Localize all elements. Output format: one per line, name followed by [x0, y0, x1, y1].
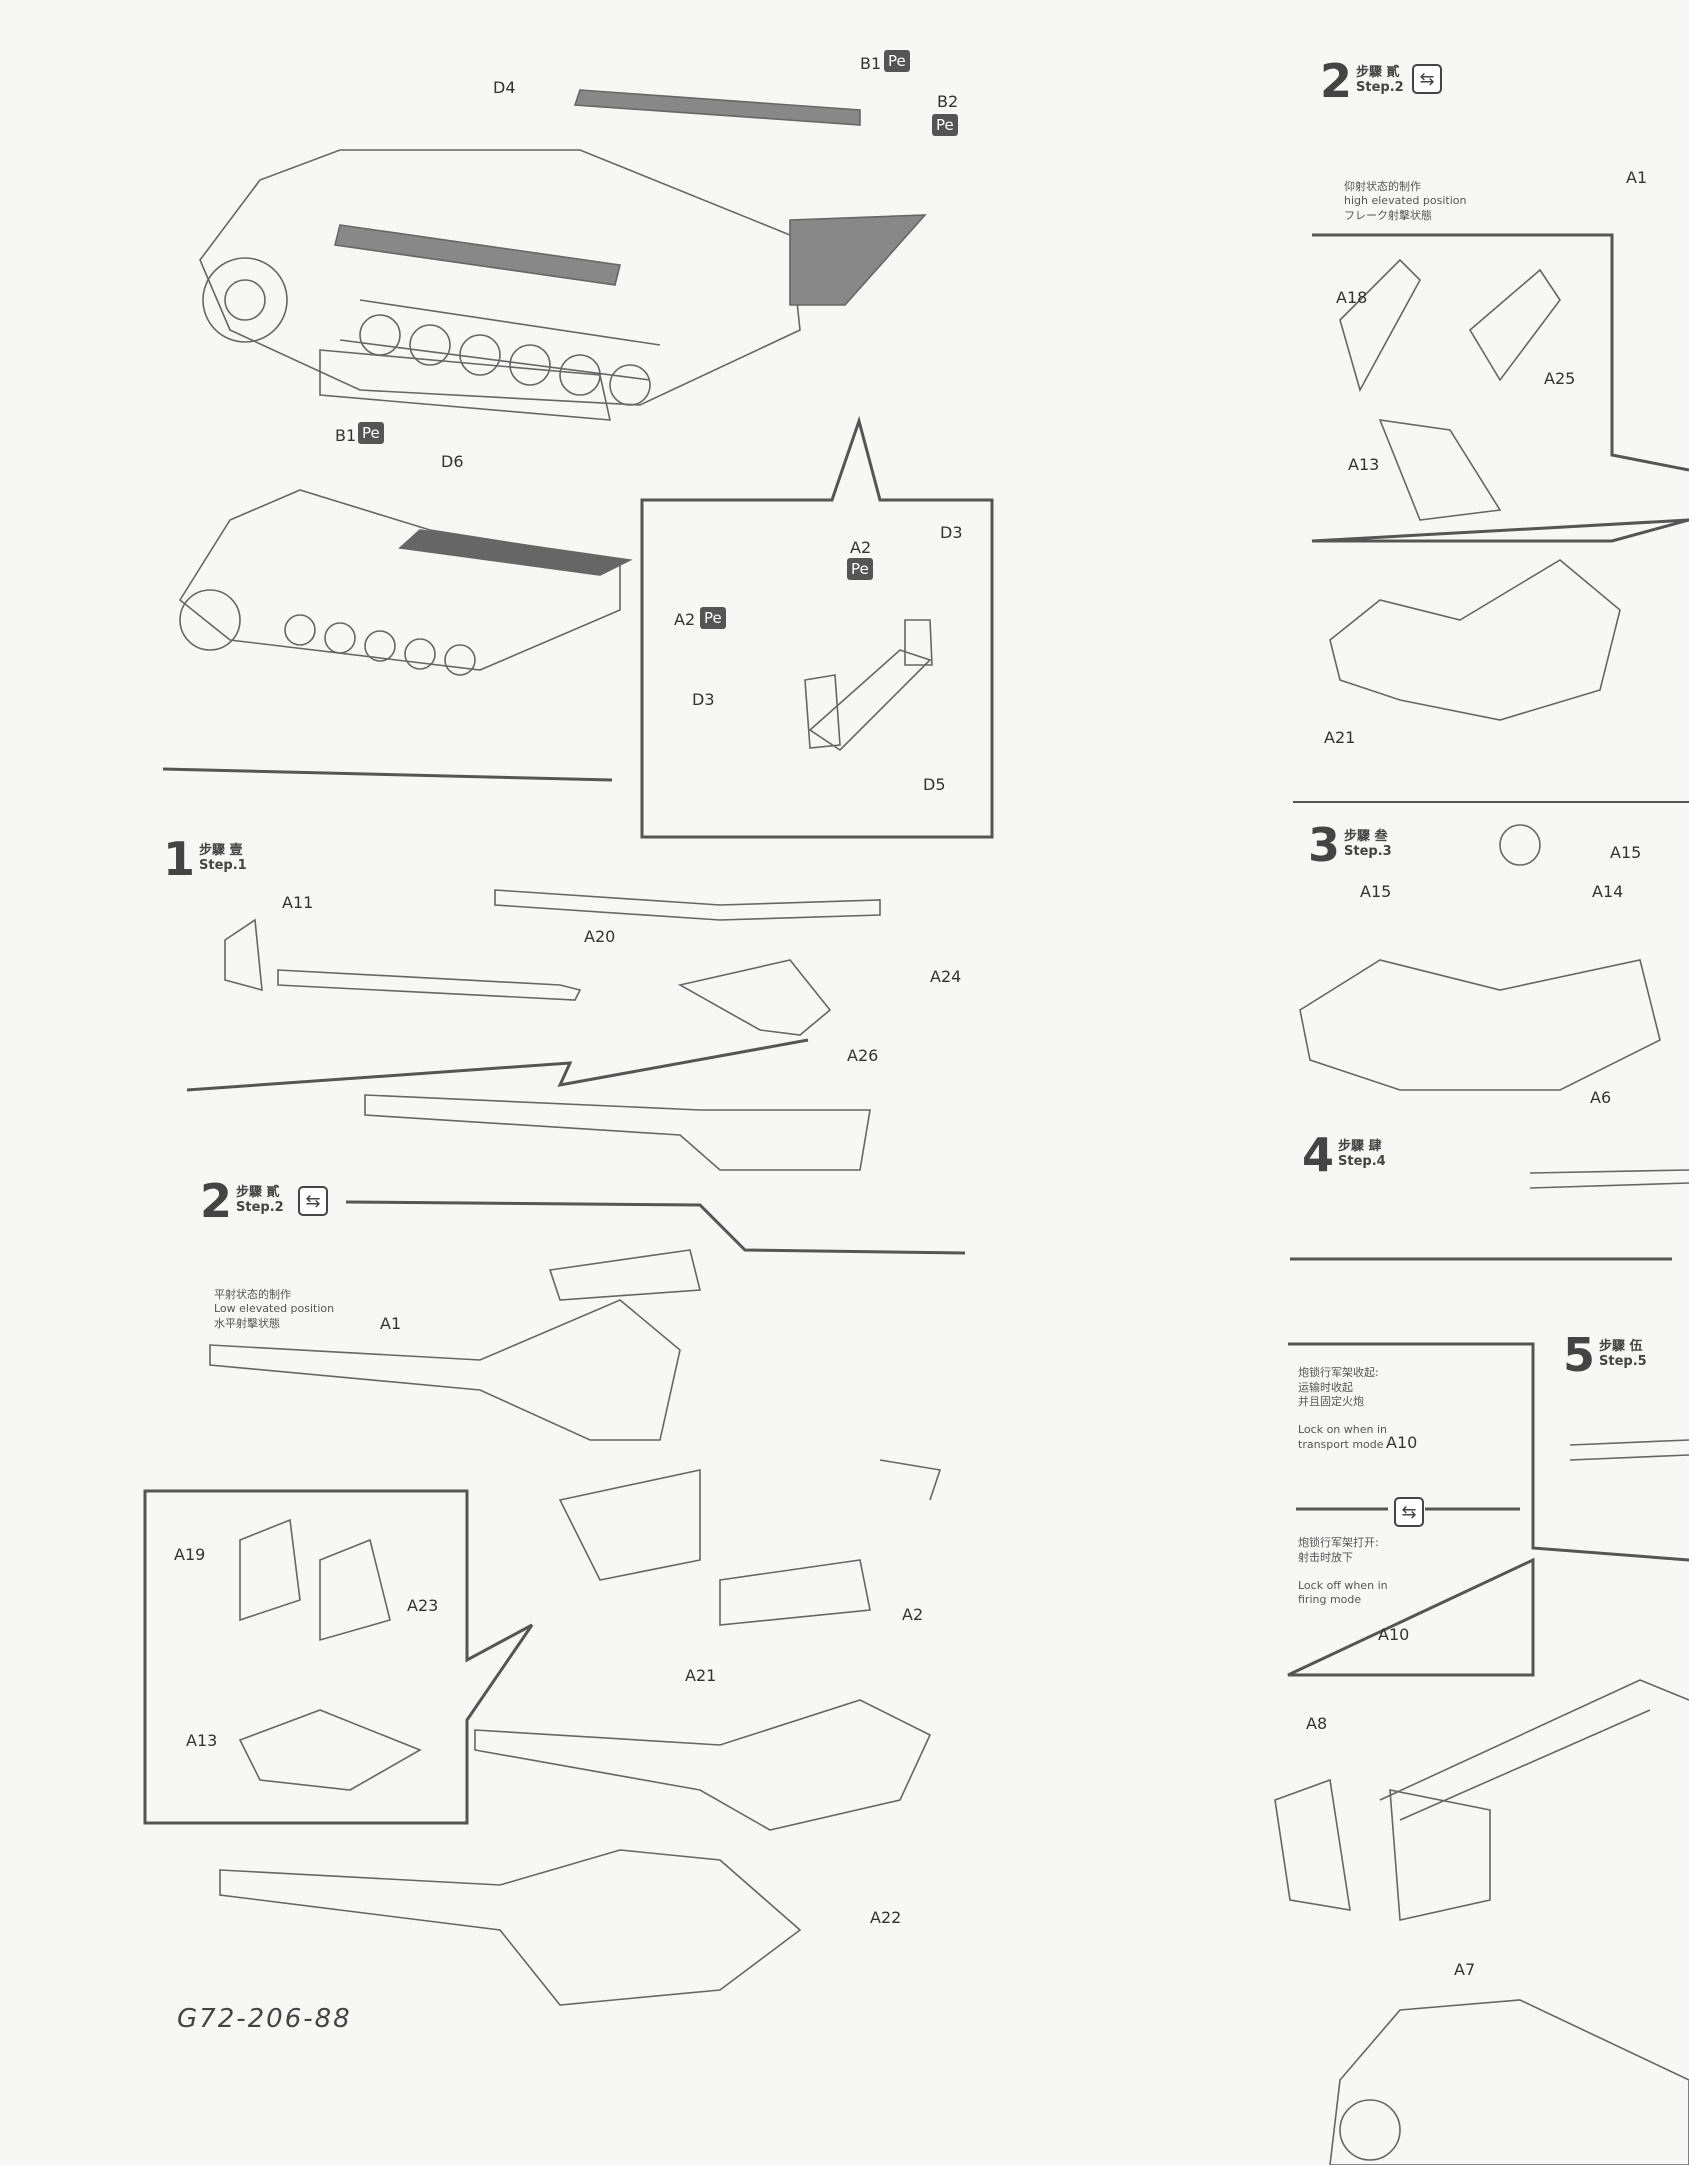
part-label-a22: A22 — [870, 1908, 902, 1927]
step-title-zh: 步驟 肆 — [1338, 1139, 1382, 1155]
detail-callout-box — [143, 1489, 534, 1825]
part-label-a7: A7 — [1454, 1960, 1476, 1979]
part-label-a23: A23 — [407, 1596, 439, 1615]
note-zh: 炮锁行军架收起: 运输时收起 并且固定火炮 — [1298, 1366, 1379, 1408]
step-title-zh: 步驟 壹 — [199, 843, 243, 859]
part-label-d5: D5 — [923, 775, 946, 794]
step-number: 1 — [163, 832, 196, 886]
part-label-b2: B2 — [937, 92, 959, 111]
note-zh: 炮锁行军架打开: 射击时放下 — [1298, 1536, 1379, 1564]
part-label-a6: A6 — [1590, 1088, 1612, 1107]
part-label-d3: D3 — [692, 690, 715, 709]
part-label-a19: A19 — [174, 1545, 206, 1564]
step-title-zh: 步驟 叁 — [1344, 829, 1388, 845]
photo-etch-badge: Pe — [932, 114, 958, 136]
step-title-en: Step.2 — [236, 1200, 284, 1215]
step-number: 2 — [1320, 54, 1353, 108]
note-en: Low elevated position — [214, 1302, 335, 1316]
part-label-a24: A24 — [930, 967, 962, 986]
note-ja: フレーク射擊状態 — [1344, 208, 1432, 222]
note-en: high elevated position — [1344, 194, 1467, 208]
step-title-zh: 步驟 貳 — [1356, 65, 1400, 81]
part-label-a15: A15 — [1360, 882, 1392, 901]
part-label-a18: A18 — [1336, 288, 1368, 307]
part-label-a2: A2 — [850, 538, 872, 557]
part-label-a1: A1 — [380, 1314, 402, 1333]
detail-callout-box — [640, 415, 994, 839]
step-number: 4 — [1302, 1128, 1335, 1182]
part-label-d6: D6 — [441, 452, 464, 471]
part-label-d3: D3 — [940, 523, 963, 542]
photo-etch-badge: Pe — [700, 607, 726, 629]
part-label-a10: A10 — [1378, 1625, 1410, 1644]
part-label-a14: A14 — [1592, 882, 1624, 901]
photo-etch-badge: Pe — [884, 50, 910, 72]
part-label-a13: A13 — [1348, 455, 1380, 474]
step-title-zh: 步驟 伍 — [1599, 1339, 1643, 1355]
note-zh: 平射状态的制作 — [214, 1288, 291, 1301]
detail-callout-box — [1287, 1342, 1689, 1677]
step-number: 3 — [1308, 818, 1341, 872]
step-title-en: Step.1 — [199, 858, 247, 873]
note-en: Lock on when in transport mode — [1298, 1423, 1388, 1451]
step-title-en: Step.5 — [1599, 1354, 1647, 1369]
part-label-a1: A1 — [1626, 168, 1648, 187]
swap-icon: ⇆ — [1394, 1497, 1424, 1527]
part-label-a26: A26 — [847, 1046, 879, 1065]
note-zh: 仰射状态的制作 — [1344, 180, 1421, 193]
part-label-a15: A15 — [1610, 843, 1642, 862]
position-note: 仰射状态的制作 high elevated position フレーク射擊状態 — [1344, 180, 1466, 223]
step-title-en: Step.2 — [1356, 80, 1404, 95]
part-label-b1: B1 — [335, 426, 357, 445]
part-label-a11: A11 — [282, 893, 314, 912]
part-label-a20: A20 — [584, 927, 616, 946]
part-label-a8: A8 — [1306, 1714, 1328, 1733]
swap-icon: ⇆ — [298, 1186, 328, 1216]
part-label-b1: B1 — [860, 54, 882, 73]
swap-icon: ⇆ — [1412, 64, 1442, 94]
part-label-a21: A21 — [685, 1666, 717, 1685]
photo-etch-badge: Pe — [358, 422, 384, 444]
note-en: Lock off when in firing mode — [1298, 1579, 1388, 1607]
lock-off-note: 炮锁行军架打开: 射击时放下 Lock off when in firing m… — [1298, 1522, 1393, 1622]
step-title-en: Step.3 — [1344, 844, 1392, 859]
part-label-a13: A13 — [186, 1731, 218, 1750]
note-ja: 水平射擊状態 — [214, 1316, 280, 1330]
step-number: 2 — [200, 1174, 233, 1228]
step-title-zh: 步驟 貳 — [236, 1185, 280, 1201]
part-label-a2: A2 — [674, 610, 696, 629]
part-label-a25: A25 — [1544, 369, 1576, 388]
part-label-a10: A10 — [1386, 1433, 1418, 1452]
part-label-a2: A2 — [902, 1605, 924, 1624]
step-title-en: Step.4 — [1338, 1154, 1386, 1169]
position-note: 平射状态的制作 Low elevated position 水平射擊状態 — [214, 1288, 334, 1331]
part-label-d4: D4 — [493, 78, 516, 97]
detail-callout-box — [1311, 233, 1689, 543]
document-code: G72-206-88 — [177, 2004, 352, 2034]
part-label-a21: A21 — [1324, 728, 1356, 747]
photo-etch-badge: Pe — [847, 558, 873, 580]
lock-on-note: 炮锁行军架收起: 运输时收起 并且固定火炮 Lock on when in tr… — [1298, 1352, 1393, 1466]
step-number: 5 — [1563, 1328, 1596, 1382]
